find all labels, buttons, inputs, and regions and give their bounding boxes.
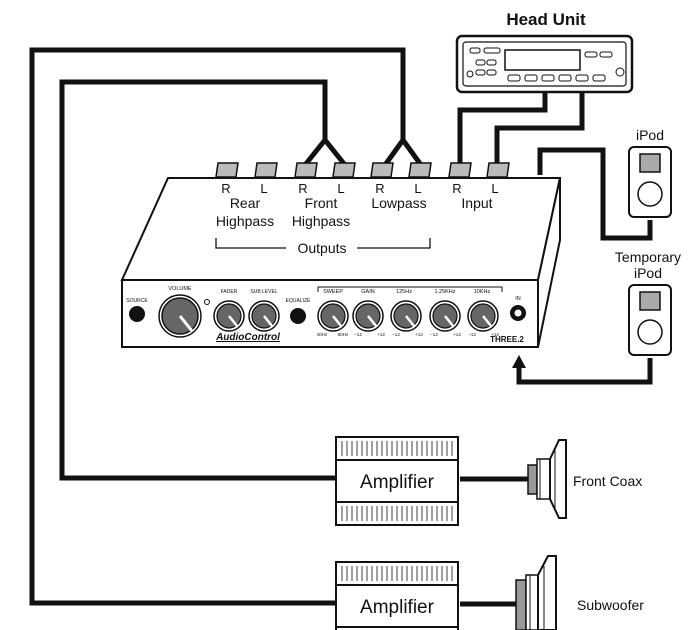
cable-lowpass-split: [382, 135, 424, 167]
scale-label: +12: [377, 332, 385, 337]
jack-letter-front-r: R: [298, 181, 307, 196]
cable-head-input-r: [457, 90, 548, 165]
source-button[interactable]: [129, 306, 145, 322]
subwoofer-speaker: [515, 555, 557, 630]
fader-knob[interactable]: [213, 300, 245, 332]
sub-level-label: SUB LEVEL: [250, 289, 277, 295]
front-coax-label: Front Coax: [573, 473, 642, 489]
amplifier-sub-label: Amplifier: [360, 597, 435, 618]
outputs-bracket: [215, 238, 431, 249]
sub-level-knob[interactable]: [248, 300, 280, 332]
model-label: THREE.2: [490, 335, 524, 344]
jack-letter-front-l: L: [337, 181, 344, 196]
temp-ipod-label-1: Temporary: [615, 249, 681, 265]
group-front-label: Front: [305, 195, 338, 211]
scale-label: 40Hz: [317, 332, 328, 337]
head-unit: Head Unit: [455, 10, 634, 94]
power-led: [204, 299, 210, 305]
cable-front-amp: [59, 79, 336, 481]
eq-bracket: [317, 286, 503, 292]
cables: [29, 47, 653, 607]
equalize-label: EQUALIZE: [286, 298, 311, 304]
amplifier-sub: Amplifier: [335, 561, 459, 630]
scale-label: −12: [468, 332, 476, 337]
group-lowpass-label: Lowpass: [371, 195, 426, 211]
cable-sub-amp: [29, 47, 406, 606]
in-label: IN: [515, 296, 521, 302]
temp-ipod-label-2: iPod: [634, 265, 662, 281]
freq-1250-label: 1.25KHz: [434, 289, 455, 295]
sweep-label: SWEEP: [323, 289, 343, 295]
scale-label: 60Hz: [338, 332, 349, 337]
jack-letter-input-l: L: [491, 181, 498, 196]
cable-temp-ipod: [516, 358, 653, 385]
eq-1250-knob[interactable]: [429, 300, 461, 332]
jack-letter-input-r: R: [452, 181, 461, 196]
scale-label: +12: [491, 332, 499, 337]
sweep-knob[interactable]: [317, 300, 349, 332]
amplifier-front: Amplifier: [335, 436, 459, 526]
group-input-label: Input: [461, 195, 492, 211]
scale-label: −12: [354, 332, 362, 337]
jack-letter-rear-r: R: [221, 181, 230, 196]
jack-letter-lowpass-l: L: [414, 181, 421, 196]
freq-125-label: 125Hz: [396, 289, 412, 295]
subwoofer-label: Subwoofer: [577, 597, 644, 613]
front-coax-speaker: [527, 439, 567, 519]
cable-head-input-l: [494, 90, 585, 165]
rca-jacks: [215, 162, 510, 178]
head-unit-title: Head Unit: [506, 10, 586, 29]
temporary-ipod: Temporary iPod: [615, 249, 681, 356]
amplifier-front-label: Amplifier: [360, 472, 435, 493]
scale-label: +12: [415, 332, 423, 337]
eq-125-knob[interactable]: [390, 300, 422, 332]
group-rear-label: Rear: [230, 195, 261, 211]
jack-letter-lowpass-r: R: [375, 181, 384, 196]
cable-ipod: [537, 147, 653, 241]
fader-label: FADER: [221, 289, 238, 295]
ipod: iPod: [628, 127, 672, 218]
volume-knob[interactable]: [158, 294, 202, 338]
scale-label: −12: [392, 332, 400, 337]
ipod-label: iPod: [636, 127, 664, 143]
equalize-button[interactable]: [290, 308, 306, 324]
scale-label: +12: [453, 332, 461, 337]
freq-10k-label: 10KHz: [474, 289, 491, 295]
arrow-head-temp-ipod: [512, 355, 526, 368]
gain-knob[interactable]: [352, 300, 384, 332]
group-rear-sub: Highpass: [216, 213, 274, 229]
cable-front-split: [303, 135, 347, 167]
brand-logo: AudioControl: [215, 332, 280, 343]
processor: R L R L R L R L Rear Highpass Front High…: [120, 162, 562, 348]
gain-label: GAIN: [361, 289, 374, 295]
in-jack[interactable]: [510, 305, 526, 321]
source-label: SOURCE: [126, 298, 148, 304]
eq-10k-knob[interactable]: [467, 300, 499, 332]
outputs-label: Outputs: [297, 240, 346, 256]
group-front-sub: Highpass: [292, 213, 350, 229]
jack-letter-rear-l: L: [260, 181, 267, 196]
volume-label: VOLUME: [168, 286, 192, 292]
scale-label: −12: [430, 332, 438, 337]
